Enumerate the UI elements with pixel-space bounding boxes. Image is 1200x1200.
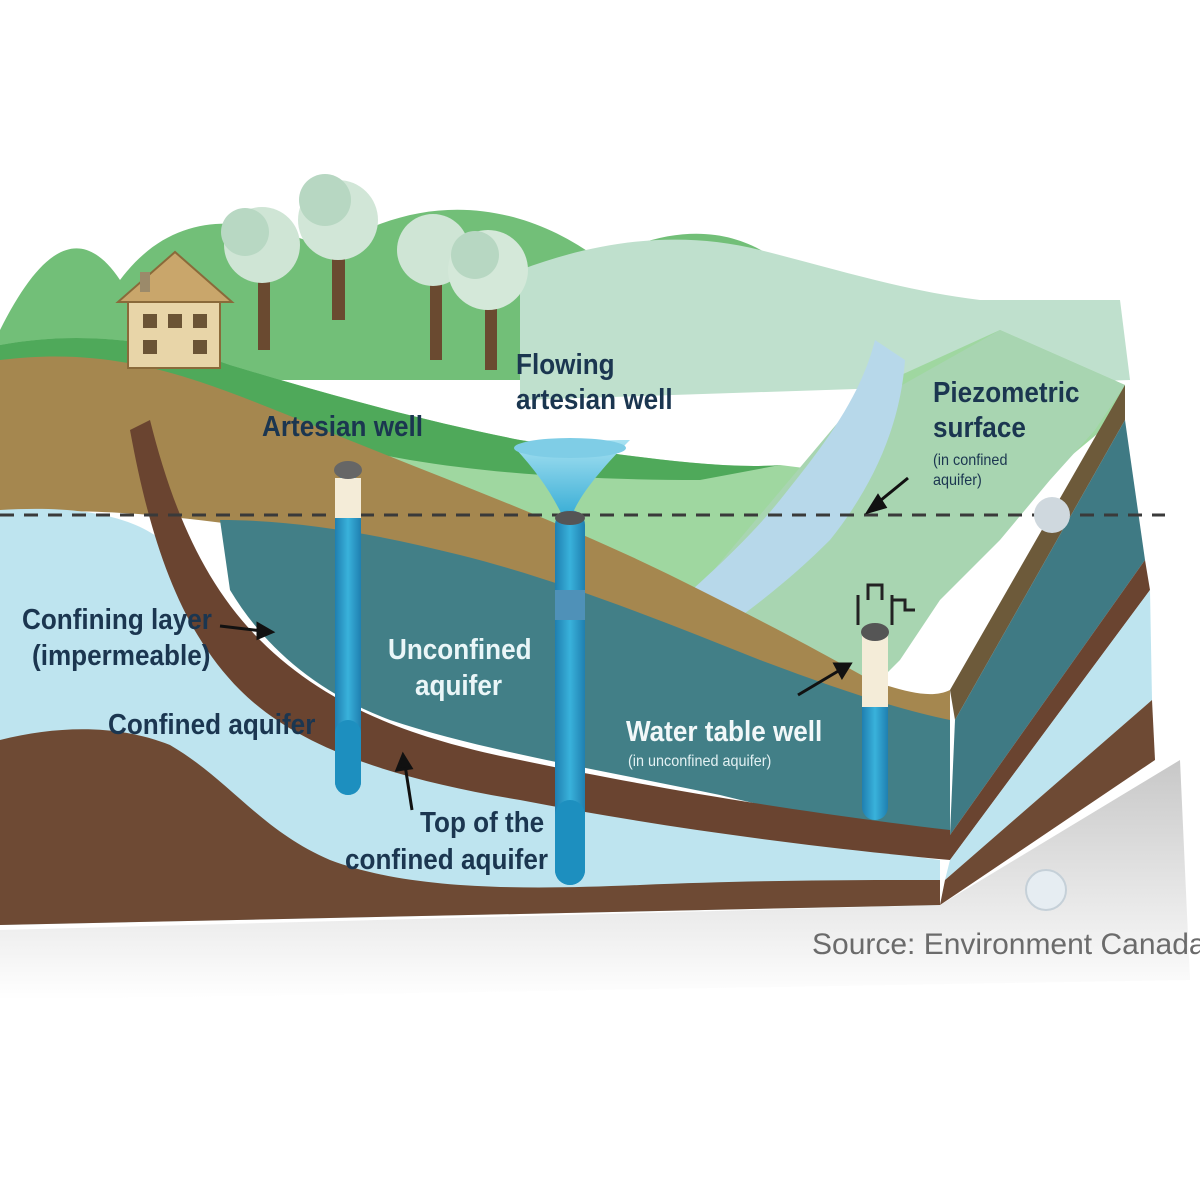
block-side-confined — [945, 590, 1152, 880]
label-piezometric-note1: (in confined — [933, 452, 1008, 469]
label-artesian-well: Artesian well — [262, 411, 424, 443]
source-credit: Source: Environment Canada — [812, 928, 1200, 961]
label-unconfined-line2: aquifer — [415, 670, 503, 702]
label-confining-line2: (impermeable) — [32, 640, 211, 672]
block-side-confining — [950, 560, 1150, 860]
water-table-well — [856, 583, 915, 820]
block-side — [950, 385, 1125, 720]
flowing-artesian-well — [514, 438, 630, 885]
right-grass-plane — [680, 330, 1125, 690]
label-water-table-well: Water table well — [626, 716, 823, 748]
sphere-icon — [1025, 869, 1067, 911]
label-flowing-well-line2: artesian well — [516, 384, 673, 416]
tree-icon — [221, 207, 300, 350]
label-piezometric-note2: aquifer) — [933, 472, 982, 489]
soil-layer — [0, 356, 950, 723]
tree-icon — [298, 174, 378, 320]
block-side-bedrock — [940, 700, 1155, 905]
label-piezometric-line2: surface — [933, 412, 1026, 444]
tree-icon — [448, 230, 528, 370]
arrow-icon — [864, 476, 909, 515]
block-side-aquifer — [950, 420, 1145, 835]
label-unconfined-line1: Unconfined — [388, 634, 532, 666]
label-confined-aquifer: Confined aquifer — [108, 709, 316, 741]
piezometer-sphere-icon — [1034, 497, 1070, 533]
block-shadow — [0, 760, 1190, 1000]
label-confining-line1: Confining layer — [22, 604, 212, 636]
arrow-icon — [394, 751, 414, 811]
label-top-confined-line1: Top of the — [420, 807, 545, 839]
label-water-table-note: (in unconfined aquifer) — [628, 753, 772, 770]
arrow-icon — [797, 662, 853, 697]
label-flowing-well-line1: Flowing — [516, 349, 615, 381]
front-grass-ridge — [0, 337, 780, 480]
stream — [660, 340, 905, 650]
house-icon — [115, 250, 235, 369]
label-piezometric-line1: Piezometric — [933, 377, 1080, 409]
artesian-well — [334, 461, 362, 795]
arrow-icon — [219, 621, 276, 641]
label-top-confined-line2: confined aquifer — [345, 844, 549, 876]
bedrock — [0, 729, 940, 925]
